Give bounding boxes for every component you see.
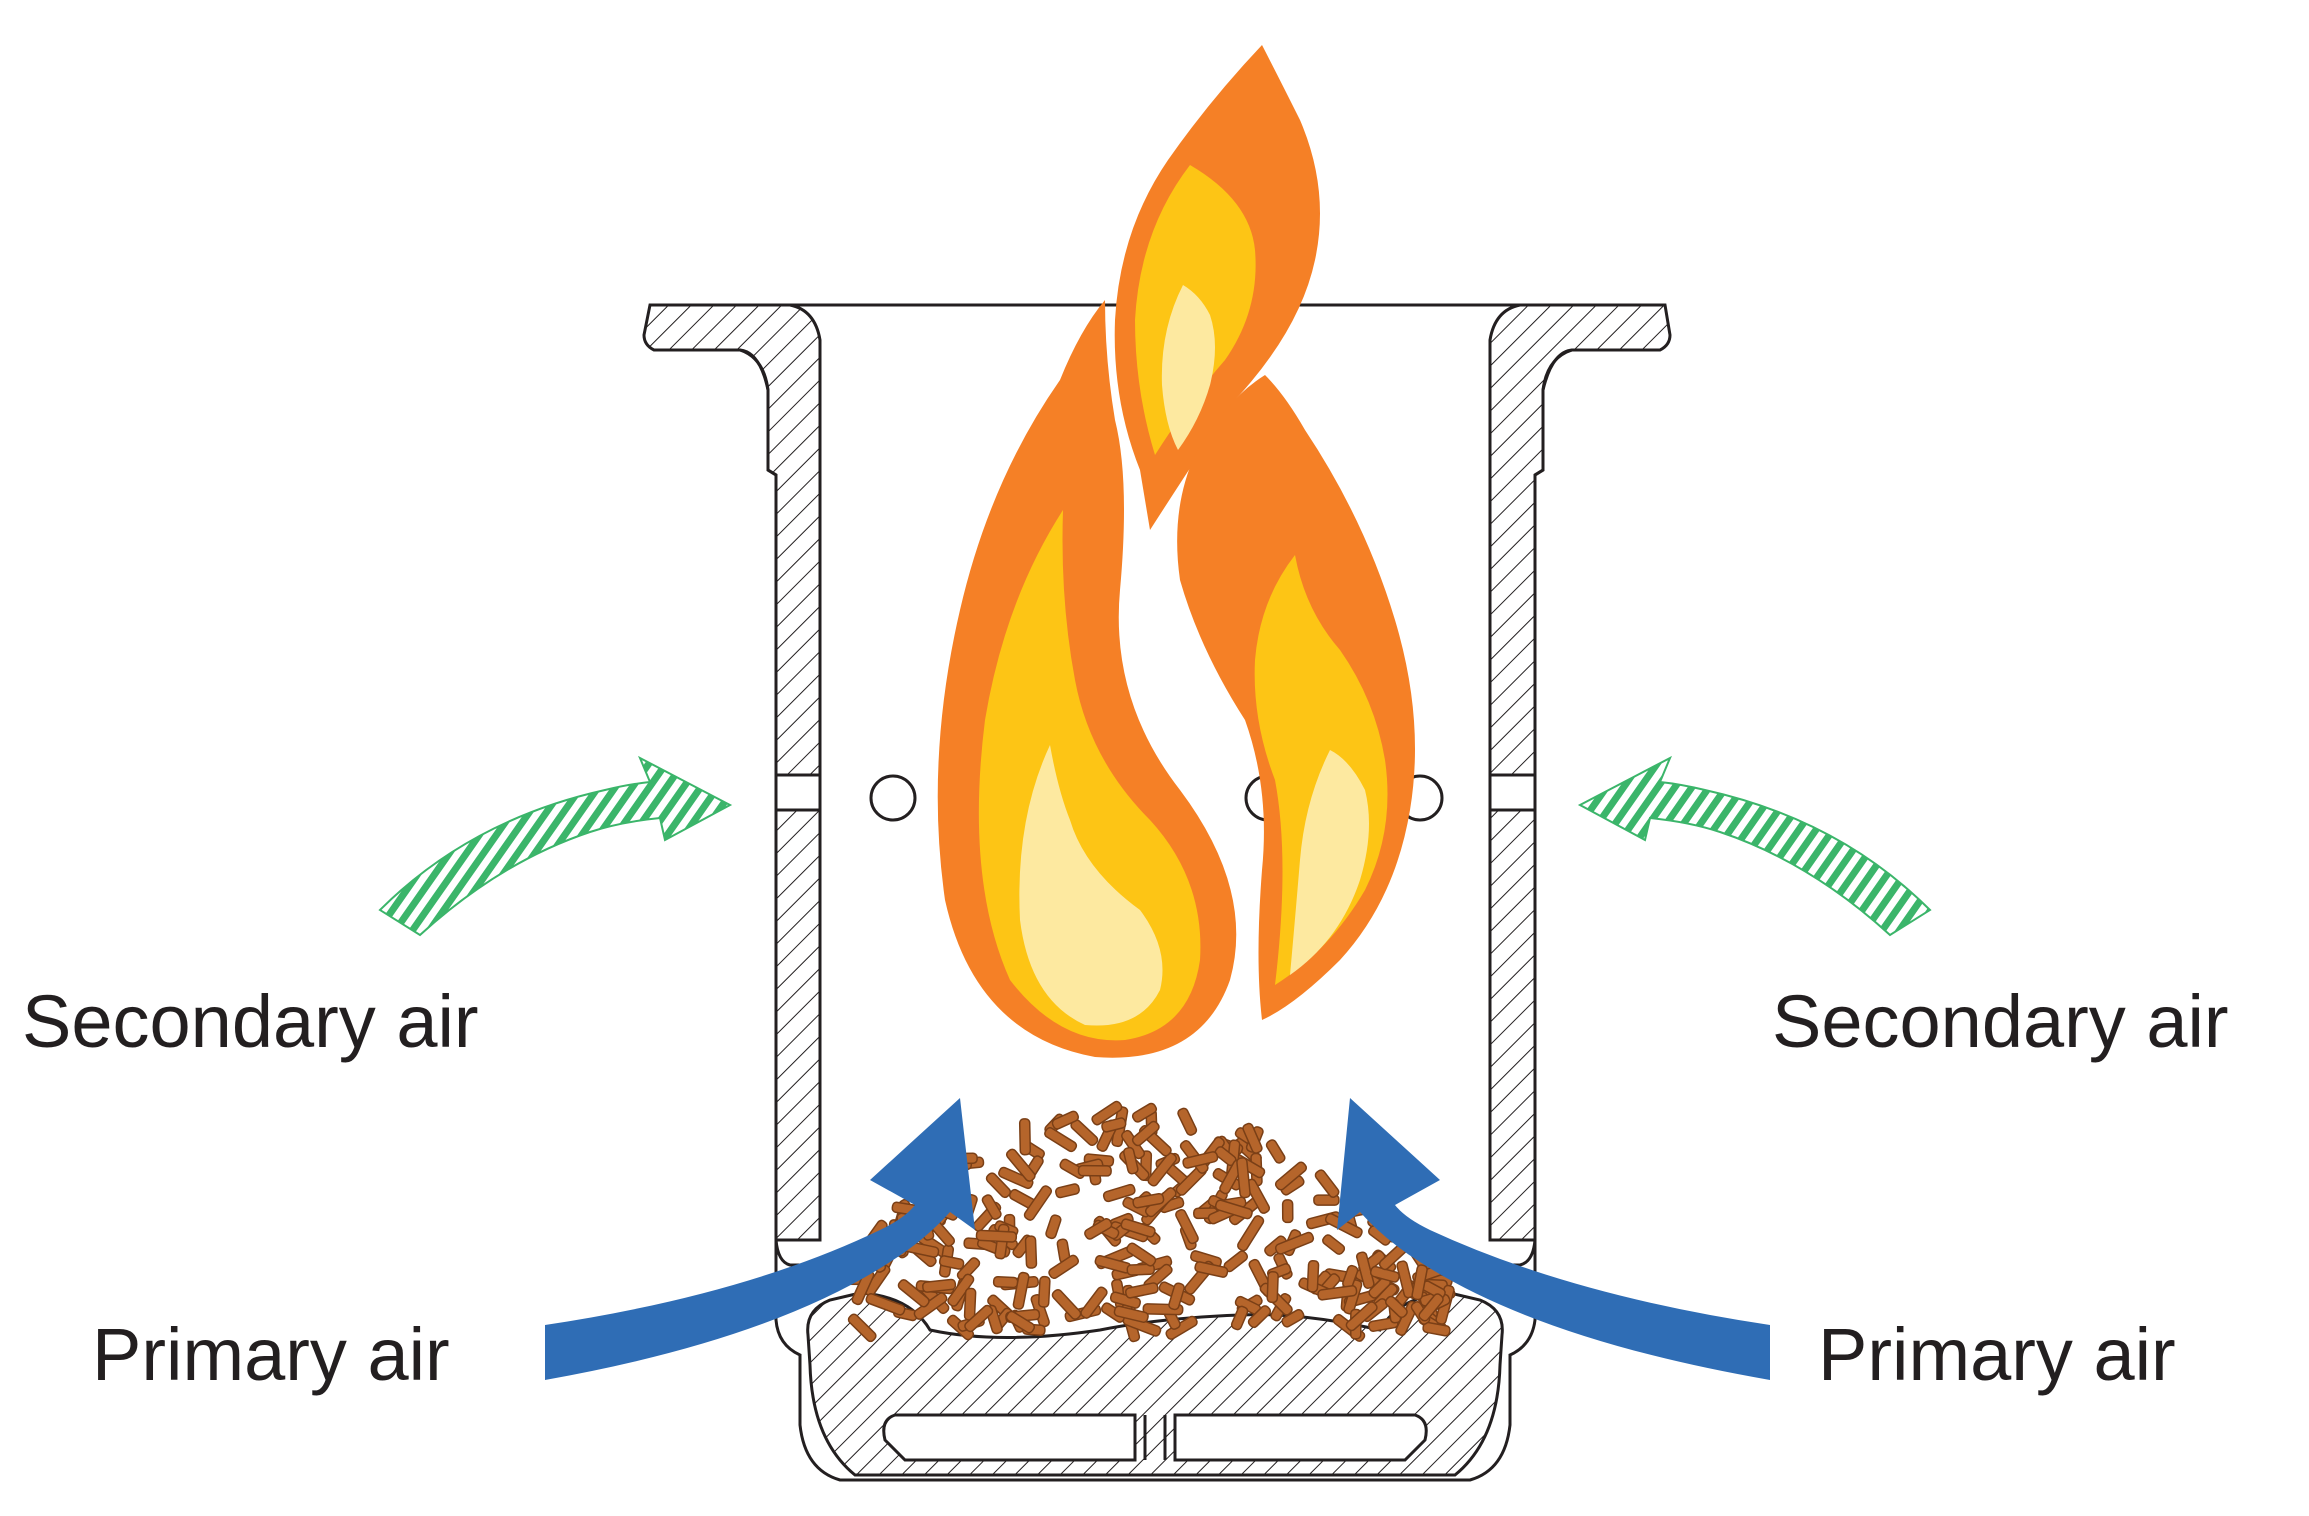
pellet bbox=[1322, 1234, 1346, 1255]
burner-pot bbox=[642, 303, 1672, 1482]
secondary-air-label-right: Secondary air bbox=[1772, 980, 2229, 1063]
left-wall bbox=[642, 303, 822, 1242]
pellet bbox=[1306, 1260, 1320, 1293]
pellet bbox=[1113, 1305, 1149, 1323]
pellet bbox=[956, 1257, 981, 1282]
pellet bbox=[1168, 1282, 1185, 1311]
pellet bbox=[1024, 1235, 1038, 1269]
pellet bbox=[998, 1166, 1034, 1190]
pellet bbox=[938, 1255, 965, 1270]
flame-left-inner bbox=[1019, 745, 1163, 1026]
pellet bbox=[1084, 1218, 1113, 1240]
pellet bbox=[1236, 1157, 1251, 1199]
pellet bbox=[1126, 1263, 1155, 1276]
pellet bbox=[1091, 1100, 1123, 1126]
pellet bbox=[1012, 1271, 1030, 1310]
pellet bbox=[1051, 1288, 1082, 1320]
pellet bbox=[985, 1172, 1012, 1199]
primary-air-label-left: Primary air bbox=[92, 1313, 450, 1396]
grate-slot-right bbox=[1173, 1413, 1428, 1462]
pellet bbox=[981, 1194, 1002, 1220]
pellet bbox=[1147, 1152, 1177, 1187]
pellet bbox=[1122, 1146, 1139, 1175]
blue-solid-arrow bbox=[545, 1098, 1770, 1380]
pellet bbox=[1132, 1192, 1165, 1209]
pellet bbox=[922, 1278, 957, 1293]
pellet bbox=[1384, 1295, 1408, 1319]
grate-slot-left bbox=[882, 1413, 1137, 1462]
pellet bbox=[1080, 1286, 1108, 1319]
pellet bbox=[847, 1313, 877, 1343]
pellet bbox=[964, 1304, 994, 1333]
pellet bbox=[1356, 1251, 1375, 1289]
pellet bbox=[1102, 1183, 1136, 1203]
pellet bbox=[1317, 1285, 1358, 1301]
pellet bbox=[1194, 1261, 1229, 1278]
pellet bbox=[1345, 1301, 1378, 1332]
pellet bbox=[1131, 1102, 1158, 1123]
pellet bbox=[1023, 1185, 1053, 1221]
pellet bbox=[1396, 1260, 1415, 1299]
pellet bbox=[975, 1229, 1018, 1243]
pellet bbox=[1175, 1208, 1199, 1245]
pellet bbox=[1037, 1275, 1051, 1308]
pellet bbox=[1045, 1214, 1062, 1240]
pellet bbox=[1055, 1183, 1080, 1199]
secondary-air-arrow-left bbox=[378, 755, 733, 937]
flame-top-inner bbox=[1161, 285, 1215, 450]
bowl-outer bbox=[774, 1240, 1537, 1482]
pellet bbox=[1411, 1264, 1428, 1301]
pellet bbox=[1274, 1161, 1308, 1191]
flame-icon bbox=[937, 45, 1415, 1058]
pellet bbox=[1120, 1218, 1156, 1238]
pellet bbox=[1281, 1309, 1305, 1328]
pellet bbox=[865, 1293, 906, 1316]
left-outer-shell bbox=[739, 348, 800, 1267]
air-hole bbox=[869, 774, 917, 822]
pellet bbox=[1418, 1293, 1444, 1322]
primary-air-arrow-left bbox=[545, 1098, 975, 1380]
primary-air-label-right: Primary air bbox=[1818, 1313, 2176, 1396]
pellet bbox=[1177, 1107, 1198, 1136]
pellet bbox=[992, 1275, 1019, 1289]
pellet bbox=[1266, 1271, 1279, 1304]
green-striped-arrow bbox=[378, 755, 1932, 937]
primary-air-arrow-right bbox=[1337, 1098, 1770, 1380]
secondary-air-label-left: Secondary air bbox=[22, 980, 479, 1063]
pellet bbox=[1051, 1110, 1080, 1130]
pellet bbox=[1214, 1199, 1253, 1220]
pellet bbox=[1077, 1164, 1112, 1177]
pellet bbox=[1182, 1151, 1219, 1169]
pellet bbox=[1265, 1139, 1286, 1164]
pellet bbox=[1274, 1231, 1315, 1255]
pellet bbox=[1048, 1254, 1080, 1280]
pellet bbox=[897, 1279, 930, 1308]
pellet bbox=[1314, 1169, 1340, 1198]
pellet bbox=[1242, 1122, 1263, 1154]
pellet bbox=[1247, 1305, 1272, 1329]
pellet bbox=[1126, 1242, 1157, 1267]
pellet bbox=[1005, 1148, 1036, 1182]
pellet bbox=[1101, 1117, 1127, 1133]
pellet bbox=[1422, 1321, 1451, 1337]
pellet bbox=[1005, 1310, 1036, 1334]
pellet bbox=[1281, 1199, 1294, 1224]
pellet bbox=[1230, 1305, 1249, 1331]
pellet bbox=[1237, 1215, 1265, 1252]
pellet bbox=[1131, 1120, 1160, 1147]
secondary-air-arrow-right bbox=[1577, 755, 1932, 937]
flame-right-inner bbox=[1290, 750, 1369, 975]
right-outer-shell bbox=[1510, 348, 1573, 1267]
pellet bbox=[1125, 1282, 1159, 1299]
pellet bbox=[1018, 1118, 1032, 1156]
pellet bbox=[1044, 1127, 1078, 1153]
